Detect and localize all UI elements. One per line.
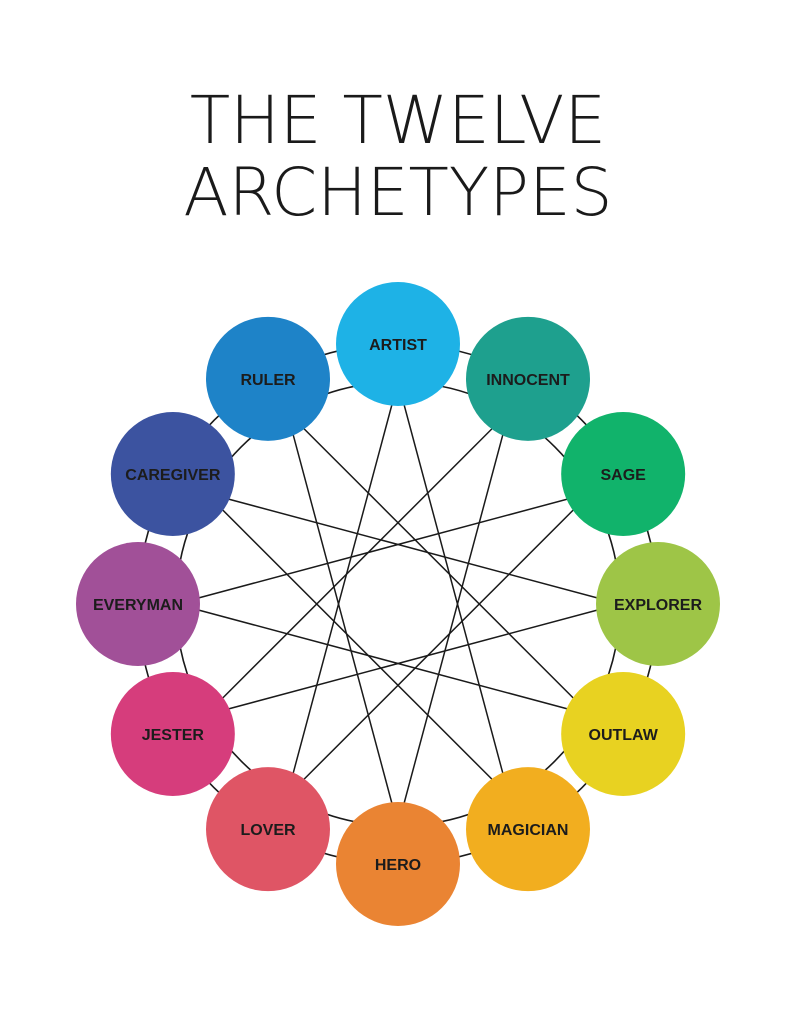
star-line (175, 603, 591, 716)
star-line (205, 411, 510, 716)
archetype-label: MAGICIAN (488, 822, 569, 839)
archetype-label: OUTLAW (589, 727, 659, 744)
archetype-label: EXPLORER (614, 597, 702, 614)
star-line (205, 603, 621, 716)
archetype-circle (466, 767, 590, 892)
archetype-label: SAGE (600, 467, 646, 484)
star-line (286, 411, 399, 827)
archetype-node-sage: SAGE (561, 412, 686, 536)
archetype-nodes: ARTIST INNOCENT SAGE EXPLORER OUTLAW MAGICIAN… (76, 282, 720, 926)
archetype-circle (336, 802, 460, 926)
archetype-circle (110, 672, 235, 796)
archetype-label: INNOCENT (486, 372, 570, 389)
archetype-node-magician: MAGICIAN (466, 767, 590, 892)
archetype-label: ARTIST (369, 337, 427, 354)
page-title-line-1: THE TWELVE (189, 82, 607, 159)
star-line (397, 381, 510, 797)
archetype-circle (206, 767, 330, 892)
page-title-line-2: ARCHETYPES (183, 154, 613, 231)
inner-circle (175, 381, 621, 827)
archetype-circle (76, 542, 200, 666)
archetype-node-ruler: RULER (206, 316, 330, 441)
archetype-node-innocent: INNOCENT (466, 316, 590, 441)
star-line (397, 411, 510, 827)
archetype-label: LOVER (240, 822, 296, 839)
outer-ring (137, 343, 659, 865)
star-polygon (175, 381, 621, 827)
archetype-label: EVERYMAN (93, 597, 183, 614)
archetype-circle (206, 316, 330, 441)
archetype-circle (110, 412, 235, 536)
archetype-circle (466, 316, 590, 441)
archetype-label: JESTER (142, 727, 205, 744)
star-line (205, 492, 510, 797)
star-line (286, 411, 591, 716)
archetype-circle (336, 282, 460, 406)
archetype-circle (561, 672, 686, 796)
star-line (175, 492, 591, 605)
archetype-label: RULER (240, 372, 296, 389)
archetype-node-lover: LOVER (206, 767, 330, 892)
star-line (286, 492, 591, 797)
archetype-node-hero: HERO (336, 802, 460, 926)
star-line (205, 492, 621, 605)
archetype-circle (596, 542, 720, 666)
archetype-label: HERO (375, 857, 421, 874)
archetype-node-artist: ARTIST (336, 282, 460, 406)
archetype-circle (561, 412, 686, 536)
archetype-node-explorer: EXPLORER (596, 542, 720, 666)
archetype-node-caregiver: CAREGIVER (110, 412, 235, 536)
archetype-node-jester: JESTER (110, 672, 235, 796)
archetype-node-outlaw: OUTLAW (561, 672, 686, 796)
archetype-label: CAREGIVER (125, 467, 221, 484)
archetype-node-everyman: EVERYMAN (76, 542, 200, 666)
star-line (286, 381, 399, 797)
